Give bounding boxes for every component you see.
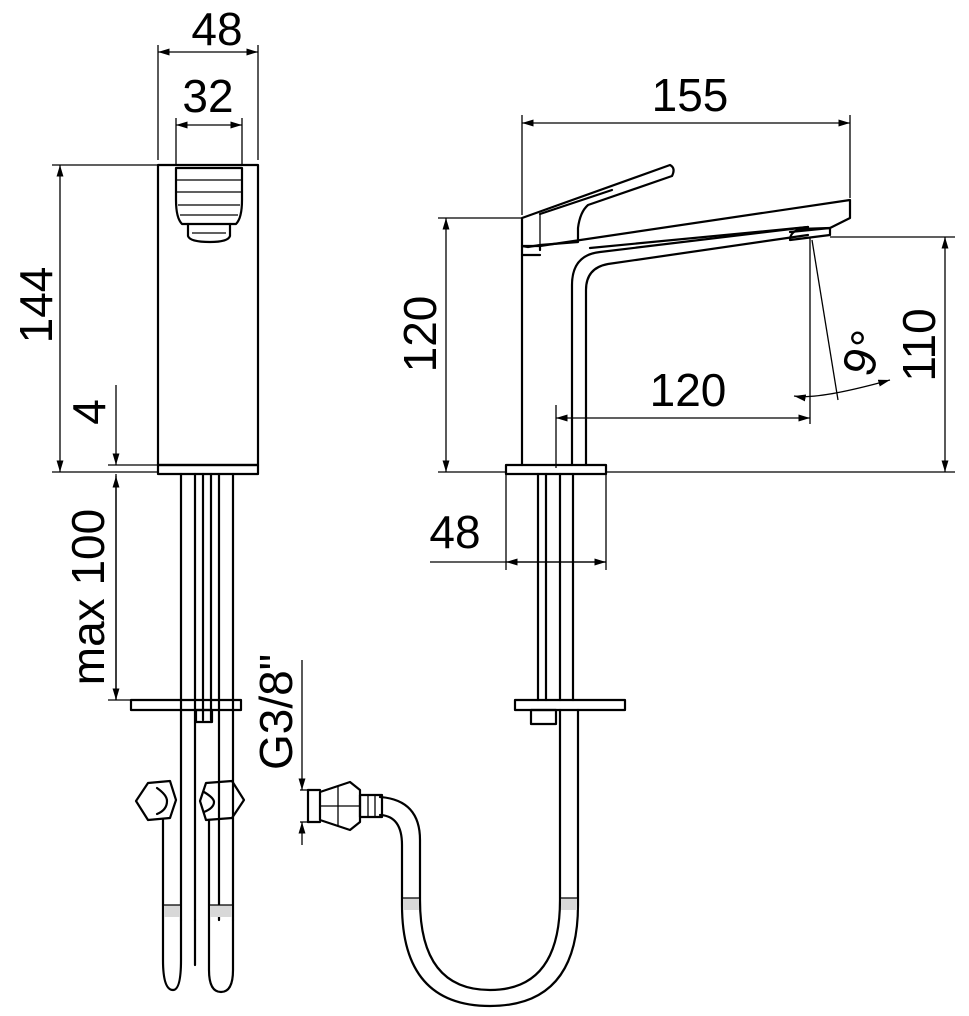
dim-spout-angle: 9° bbox=[831, 324, 894, 382]
side-hose-outer bbox=[378, 708, 562, 992]
dim-front-height: 144 bbox=[10, 267, 62, 344]
dim-side-base-width: 48 bbox=[429, 506, 480, 558]
dim-max-deck-thickness: max 100 bbox=[62, 509, 114, 685]
front-dimensions: 48 32 144 4 max 100 bbox=[10, 3, 259, 701]
side-hose-inner bbox=[378, 708, 580, 1008]
side-lever bbox=[520, 163, 675, 249]
side-body-back bbox=[570, 225, 810, 467]
side-lock-plate bbox=[513, 698, 627, 712]
dim-front-width-inner: 32 bbox=[182, 70, 233, 122]
dim-side-height: 120 bbox=[394, 296, 446, 373]
front-aerator bbox=[174, 166, 244, 244]
front-base-plate bbox=[156, 463, 260, 476]
front-view bbox=[129, 163, 260, 994]
dim-thread-size: G3/8" bbox=[250, 654, 302, 770]
side-dimensions: 155 120 120 9° 110 48 G3/8" bbox=[250, 69, 955, 845]
front-body bbox=[156, 163, 260, 467]
dim-front-width-outer: 48 bbox=[191, 3, 242, 55]
dim-spout-projection: 120 bbox=[650, 364, 727, 416]
side-view bbox=[306, 163, 852, 1008]
dim-spout-height: 110 bbox=[893, 308, 945, 381]
front-supply-hoses bbox=[129, 472, 246, 994]
side-nut bbox=[318, 780, 362, 832]
dim-side-reach: 155 bbox=[652, 69, 729, 121]
dim-base-thickness: 4 bbox=[63, 399, 115, 425]
